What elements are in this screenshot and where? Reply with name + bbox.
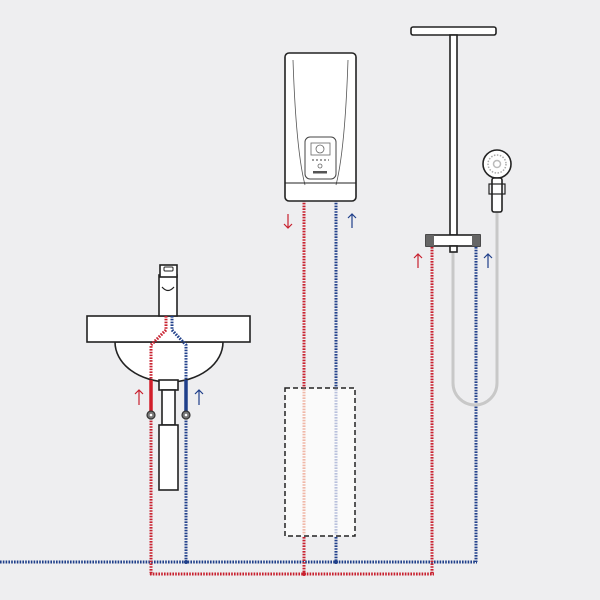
faucet-handle-slot — [163, 266, 174, 272]
faucet-body — [158, 274, 178, 317]
shower-mixer-cap-right — [472, 235, 480, 246]
heater-cold-in-arrow-icon — [347, 213, 357, 228]
water-heater-front-curve — [292, 59, 349, 186]
sink-hot-hose — [149, 316, 168, 380]
faucet-aerator — [161, 286, 175, 292]
heater-display — [310, 142, 331, 156]
hand-shower-head — [482, 149, 512, 179]
drain-neck — [158, 379, 179, 391]
shower-mixer-outlet — [449, 245, 458, 253]
drain-trap — [158, 424, 179, 491]
hand-shower-nozzles — [487, 154, 507, 174]
heater-power-button — [317, 163, 323, 169]
sink-hot-in-arrow-icon — [134, 389, 144, 405]
sink-cold-junction — [184, 560, 188, 564]
washbasin-bowl — [114, 341, 224, 383]
sink-cold-in-arrow-icon — [194, 389, 204, 405]
shower-hot-in-arrow-icon — [413, 253, 423, 268]
shower-cold-in-arrow-icon — [483, 253, 493, 268]
shower-riser-pole — [449, 34, 458, 236]
sink-hot-valve-center — [149, 413, 153, 417]
hand-shower-handle — [491, 177, 503, 213]
sink-cold-valve-center — [184, 413, 188, 417]
washbasin-counter — [86, 315, 251, 343]
water-heater-body — [284, 52, 357, 202]
shower-mixer-cap-left — [426, 235, 434, 246]
shower-mixer-bar — [425, 234, 481, 247]
shower-head-bar — [410, 26, 497, 36]
drain-pipe — [161, 389, 176, 426]
heater-hot-junction — [302, 572, 306, 576]
heater-cold-junction — [334, 560, 338, 564]
heater-hot-out-arrow-icon — [283, 214, 293, 229]
heater-display-dial — [315, 144, 325, 154]
sink-cold-hose — [170, 316, 188, 380]
concealed-heater-outline — [284, 387, 356, 537]
heater-logo — [313, 171, 327, 174]
hand-shower-center — [492, 159, 502, 169]
hand-shower-grip — [488, 183, 506, 195]
shower-hose — [451, 212, 499, 407]
